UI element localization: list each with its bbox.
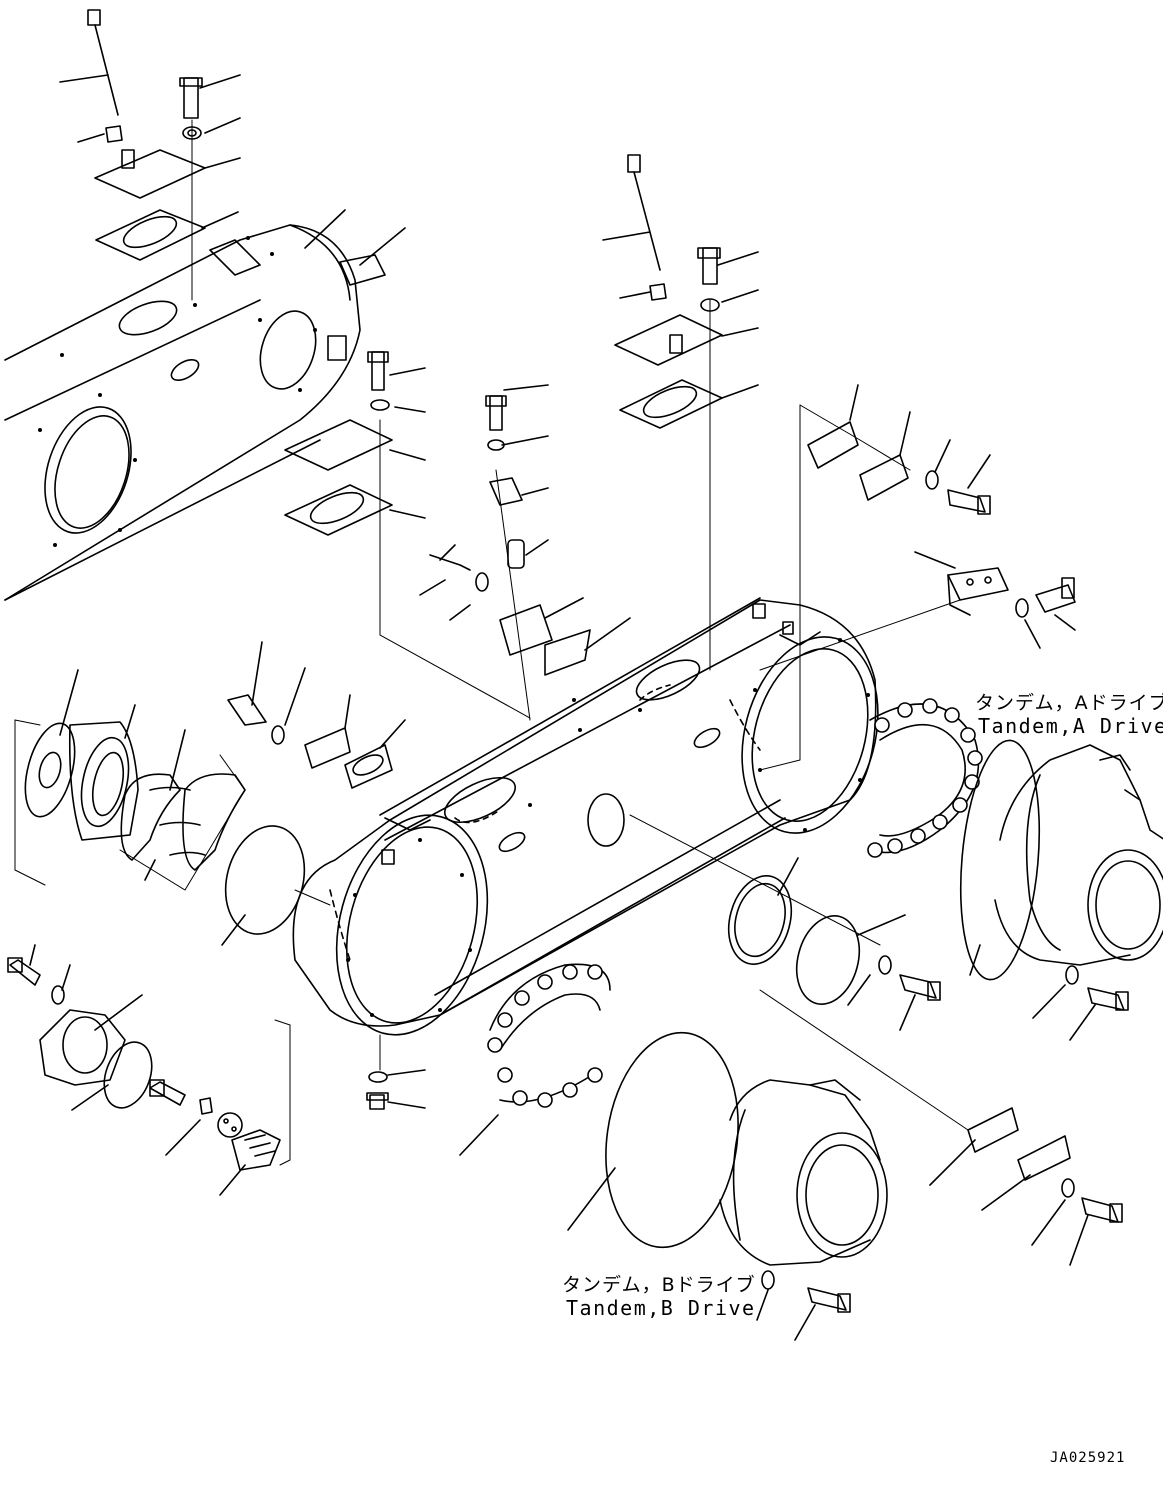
final-drive-housing-a bbox=[959, 739, 1163, 981]
tandem-b-drive-label-en: Tandem,B Drive bbox=[566, 1296, 756, 1320]
dipstick-assembly-right bbox=[602, 154, 759, 671]
housing-b-bolts bbox=[756, 1270, 851, 1341]
side-cover-right-upper bbox=[759, 384, 991, 771]
drive-chain-b bbox=[459, 963, 611, 1156]
drive-chain-a bbox=[867, 698, 983, 858]
inspection-cover-middle-left bbox=[284, 351, 531, 719]
tandem-b-drive-label-jp: タンデム，Bドライブ bbox=[562, 1274, 756, 1296]
drawing-code: JA025921 bbox=[1050, 1450, 1126, 1466]
tandem-case-upper bbox=[4, 224, 386, 601]
drive-components-left bbox=[14, 669, 331, 946]
case-bolt-holes bbox=[38, 236, 317, 547]
tandem-a-drive-label-jp: タンデム，Aドライブ bbox=[975, 692, 1163, 714]
sensor-assembly-middle bbox=[419, 384, 631, 721]
bracket-right bbox=[759, 551, 1076, 671]
tandem-case-main bbox=[292, 597, 879, 1036]
side-covers-right-lower bbox=[759, 989, 1123, 1266]
side-covers-main bbox=[629, 814, 941, 1031]
main-case-holes bbox=[346, 638, 870, 1017]
drive-cover-lower-left bbox=[7, 944, 291, 1196]
drain-plug bbox=[366, 1034, 426, 1110]
housing-a-bolts bbox=[1032, 965, 1129, 1041]
final-drive-housing-b bbox=[567, 1031, 888, 1266]
small-covers-main-top bbox=[227, 641, 406, 789]
dipstick-assembly-upper bbox=[59, 9, 123, 143]
tandem-a-drive-label-en: Tandem,A Drive bbox=[978, 714, 1163, 738]
cover-plate-stack-upper bbox=[94, 74, 406, 301]
